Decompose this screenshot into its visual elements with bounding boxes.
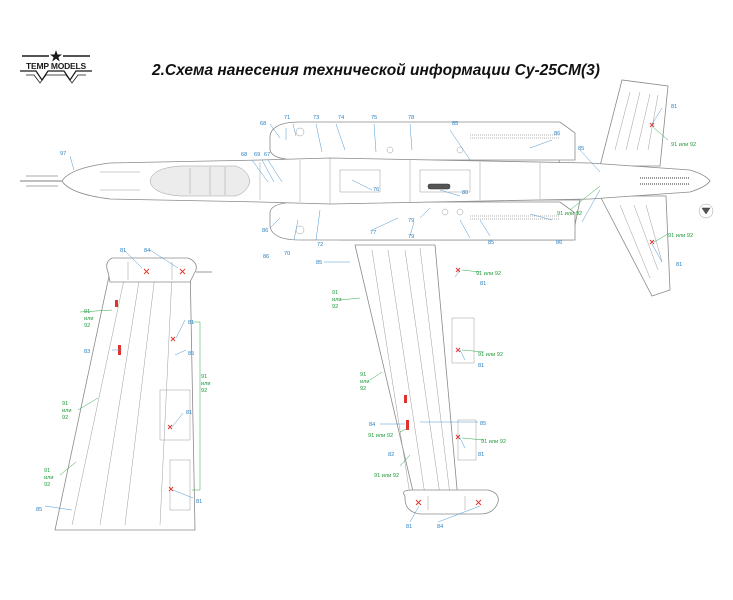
callout-81: 81: [186, 410, 192, 416]
callout-68: 68: [241, 152, 247, 158]
callout-91-92: 91 или 92: [671, 142, 696, 148]
callout-84: 84: [437, 524, 443, 530]
page-title: 2.Схема нанесения технической информации…: [152, 62, 600, 79]
callout-81: 81: [676, 262, 682, 268]
callout-78: 78: [408, 115, 414, 121]
callout-81: 81: [671, 104, 677, 110]
callout-85: 85: [316, 260, 322, 266]
callout-79: 79: [408, 218, 414, 224]
callout-97: 97: [60, 151, 66, 157]
callout-85: 85: [452, 121, 458, 127]
callout-91-92: 91 или 92: [476, 271, 501, 277]
callout-83: 83: [84, 349, 90, 355]
callout-86: 86: [556, 240, 562, 246]
callout-92: 92: [360, 386, 366, 392]
callout-81: 81: [406, 524, 412, 530]
callout-92: 92: [332, 304, 338, 310]
callout-85: 85: [188, 351, 194, 357]
leader-lines: [44, 107, 669, 523]
callout-75: 75: [371, 115, 377, 121]
alternative-callouts: 91 или 92 91 или 92 91 или 92 91 или 92 …: [44, 142, 696, 488]
callout-92: 92: [62, 415, 68, 421]
callout-91: 91: [360, 372, 366, 378]
callout-86: 86: [262, 228, 268, 234]
callout-91: 91: [84, 309, 90, 315]
callout-92: 92: [84, 323, 90, 329]
callout-91: 91: [201, 374, 207, 380]
callout-73: 73: [313, 115, 319, 121]
callout-81: 81: [478, 363, 484, 369]
callout-81: 81: [120, 248, 126, 254]
temp-models-logo: TEMP MODELS: [18, 50, 94, 86]
callout-81: 81: [196, 499, 202, 505]
callout-81: 81: [478, 452, 484, 458]
callout-77: 77: [370, 230, 376, 236]
callout-79: 79: [408, 234, 414, 240]
callout-85: 85: [488, 240, 494, 246]
number-callouts: 68 71 73 74 75 78 85 86 81 85 97 68 69 6…: [36, 104, 682, 530]
callout-91-92: 91 или 92: [368, 433, 393, 439]
brand-name: TEMP MODELS: [26, 61, 86, 71]
star-logo-icon: [20, 50, 92, 84]
callout-72: 72: [317, 242, 323, 248]
callout-91-92: 91 или 92: [481, 439, 506, 445]
callout-84: 84: [369, 422, 375, 428]
callout-81: 81: [480, 281, 486, 287]
callout-or: или: [62, 408, 72, 414]
callout-74: 74: [338, 115, 344, 121]
callout-91-92: 91 или 92: [374, 473, 399, 479]
callout-67: 67: [264, 152, 270, 158]
callout-70: 70: [284, 251, 290, 257]
callout-92: 92: [201, 388, 207, 394]
callout-69: 69: [254, 152, 260, 158]
callout-91: 91: [332, 290, 338, 296]
callout-71: 71: [284, 115, 290, 121]
callout-68: 68: [260, 121, 266, 127]
callout-or: или: [332, 297, 342, 303]
callout-86: 86: [554, 131, 560, 137]
callout-or: или: [84, 316, 94, 322]
callout-or: или: [201, 381, 211, 387]
callout-91: 91: [44, 468, 50, 474]
wing-left-view: [54, 257, 212, 531]
callout-91-92: 91 или 92: [668, 233, 693, 239]
aircraft-top-view: [20, 79, 714, 297]
callout-86: 86: [263, 254, 269, 260]
callout-76: 76: [373, 187, 379, 193]
callout-92: 92: [44, 482, 50, 488]
callout-82: 82: [388, 452, 394, 458]
callout-91-92: 91 или 92: [557, 211, 582, 217]
callout-85: 85: [578, 146, 584, 152]
callout-or: или: [360, 379, 370, 385]
callout-81: 81: [188, 320, 194, 326]
callout-85: 85: [480, 421, 486, 427]
callout-84: 84: [144, 248, 150, 254]
callout-or: или: [44, 475, 54, 481]
callout-91: 91: [62, 401, 68, 407]
callout-85: 85: [36, 507, 42, 513]
callout-91-92: 91 или 92: [478, 352, 503, 358]
callout-80: 80: [462, 190, 468, 196]
